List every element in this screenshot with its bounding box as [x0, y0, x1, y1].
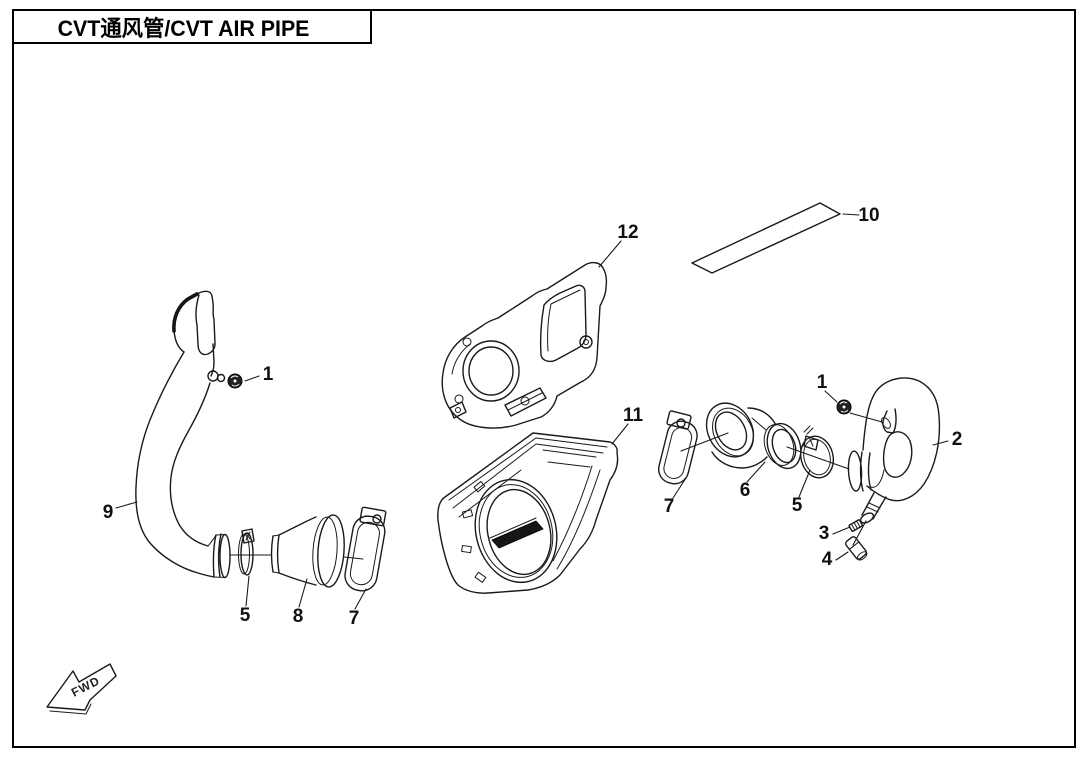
part-7-seal-left [344, 506, 387, 592]
part-6-connector-elbow [705, 402, 802, 470]
callout-1-left-label: 1 [263, 364, 274, 385]
part-5-clamp-right [799, 425, 835, 479]
part-1-nut-left [227, 373, 243, 389]
part-9-air-pipe [135, 290, 231, 579]
title-box: CVT通风管/CVT AIR PIPE [12, 9, 372, 44]
part-11-cvt-cover [437, 432, 619, 594]
callout-5-right-label: 5 [792, 495, 803, 516]
callout-7-left-label: 7 [349, 608, 360, 629]
callout-5-left-label: 5 [240, 605, 251, 626]
part-12-inner-cover-plate [441, 261, 608, 429]
page-border-frame [12, 9, 1076, 748]
leader-lines [115, 213, 949, 610]
callout-1-right-label: 1 [817, 372, 828, 393]
callout-labels: 9 1 5 8 7 12 11 10 1 2 7 6 5 3 4 [103, 205, 963, 629]
page-title: CVT通风管/CVT AIR PIPE [57, 15, 310, 41]
part-2-air-pipe-right [847, 377, 941, 524]
callout-2-label: 2 [952, 429, 963, 450]
callout-11-label: 11 [623, 405, 644, 426]
callout-3-label: 3 [819, 523, 830, 544]
callout-4-label: 4 [822, 549, 833, 570]
part-4-fitting [845, 536, 868, 561]
callout-6-label: 6 [740, 480, 751, 501]
callout-12-label: 12 [617, 222, 638, 243]
brand-badge [489, 517, 544, 549]
callout-9-label: 9 [103, 502, 114, 523]
callout-10-label: 10 [858, 205, 879, 226]
callout-8-label: 8 [293, 606, 304, 627]
callout-7-right-label: 7 [664, 496, 675, 517]
part-5-clamp-left [238, 528, 255, 576]
part-10-strip [691, 202, 841, 274]
part-3-screw [848, 519, 864, 532]
fwd-arrow-icon: FWD [46, 663, 117, 715]
part-7-seal-right [657, 410, 698, 485]
part-8-rubber-boot [270, 514, 345, 588]
part-1-nut-right [836, 399, 852, 415]
assembly-axis-lines [230, 412, 883, 560]
